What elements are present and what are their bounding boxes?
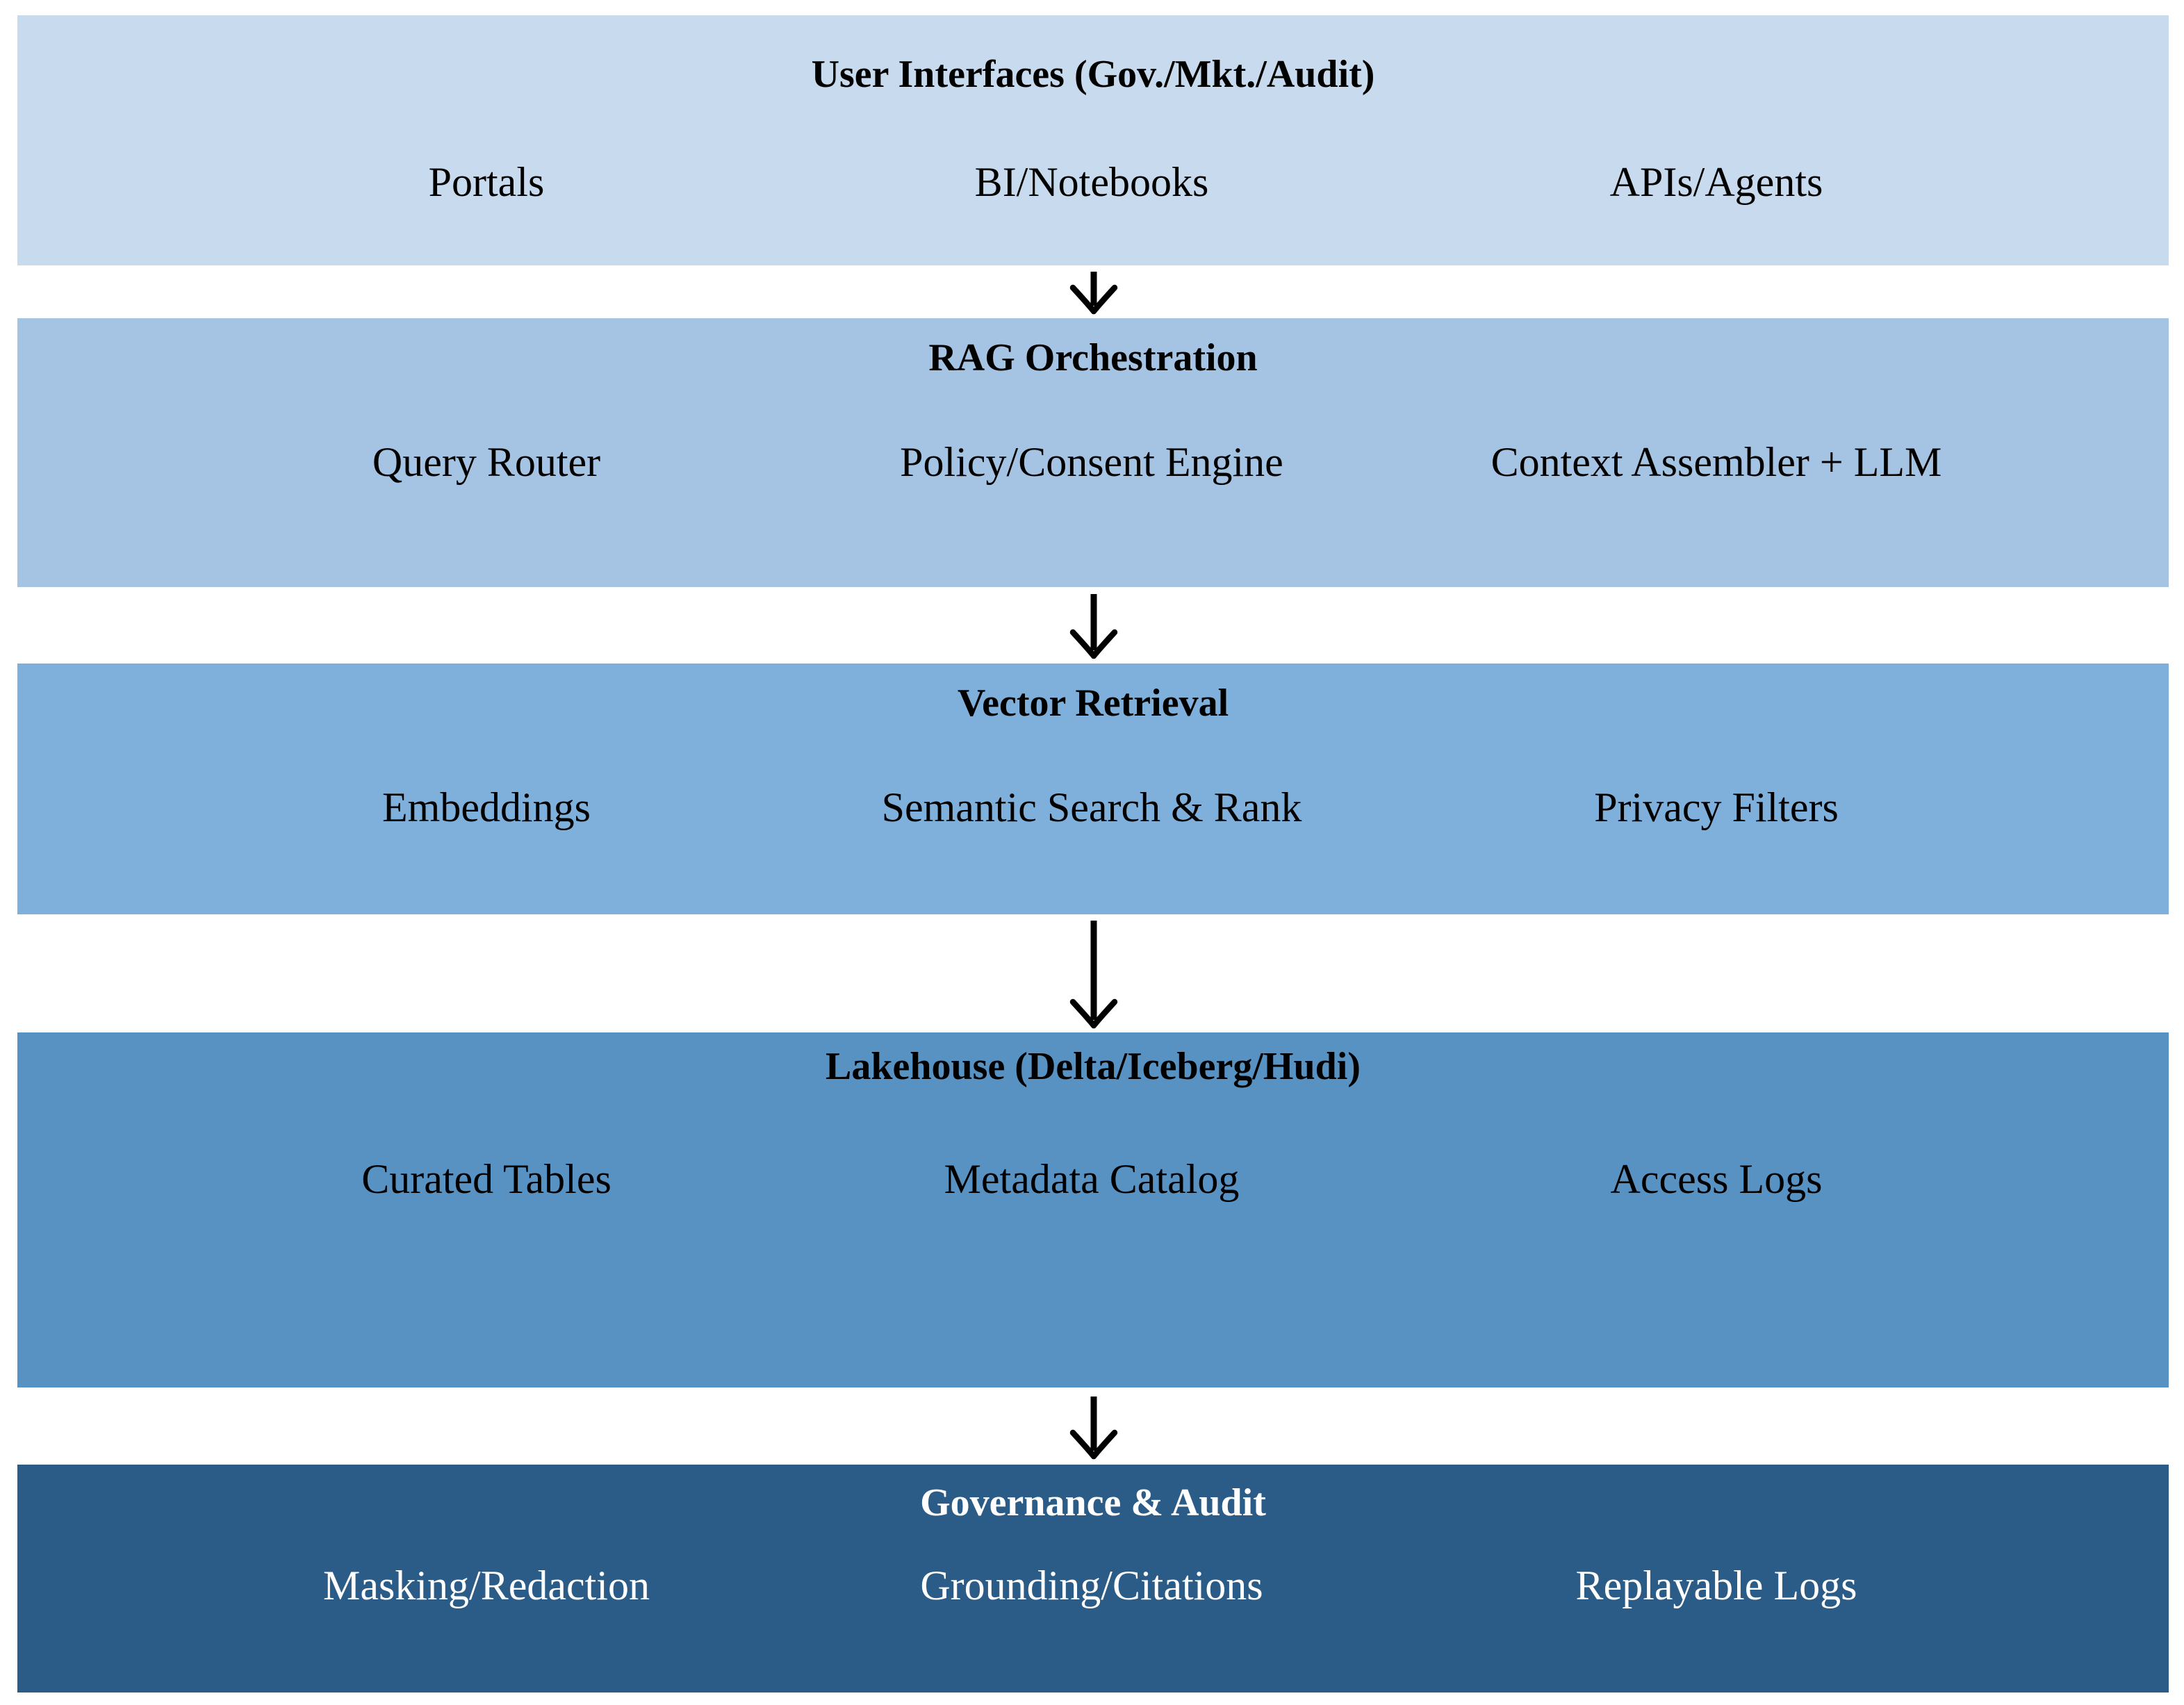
layer-item: Context Assembler + LLM [1491, 439, 1942, 485]
layer-item: Curated Tables [361, 1156, 611, 1202]
layer-title: User Interfaces (Gov./Mkt./Audit) [811, 53, 1375, 96]
layer-item: Portals [428, 159, 545, 205]
layer-vector-retrieval: Vector Retrieval Embeddings Semantic Sea… [17, 664, 2169, 914]
layer-title: Governance & Audit [920, 1481, 1266, 1524]
layer-governance-audit: Governance & Audit Masking/Redaction Gro… [17, 1465, 2169, 1692]
layer-item: Replayable Logs [1575, 1563, 1857, 1608]
layer-item: APIs/Agents [1609, 159, 1823, 205]
layer-item: Privacy Filters [1594, 784, 1839, 830]
layer-title: Vector Retrieval [957, 682, 1229, 725]
down-arrow-icon [1052, 1394, 1135, 1460]
layer-item: Semantic Search & Rank [881, 784, 1302, 830]
layer-item: Query Router [372, 439, 601, 485]
layer-user-interfaces: User Interfaces (Gov./Mkt./Audit) Portal… [17, 15, 2169, 265]
down-arrow-icon [1052, 592, 1135, 660]
layer-item: Access Logs [1610, 1156, 1823, 1202]
layer-rag-orchestration: RAG Orchestration Query Router Policy/Co… [17, 318, 2169, 587]
layer-item: BI/Notebooks [974, 159, 1209, 205]
down-arrow-icon [1052, 919, 1135, 1030]
layer-item: Grounding/Citations [920, 1563, 1263, 1608]
layer-item: Masking/Redaction [323, 1563, 650, 1608]
layer-item: Metadata Catalog [944, 1156, 1240, 1202]
layer-title: RAG Orchestration [928, 336, 1258, 379]
layer-item: Policy/Consent Engine [900, 439, 1283, 485]
down-arrow-icon [1052, 270, 1135, 315]
layer-lakehouse: Lakehouse (Delta/Iceberg/Hudi) Curated T… [17, 1032, 2169, 1387]
layer-item: Embeddings [382, 784, 591, 830]
layer-title: Lakehouse (Delta/Iceberg/Hudi) [826, 1045, 1361, 1088]
